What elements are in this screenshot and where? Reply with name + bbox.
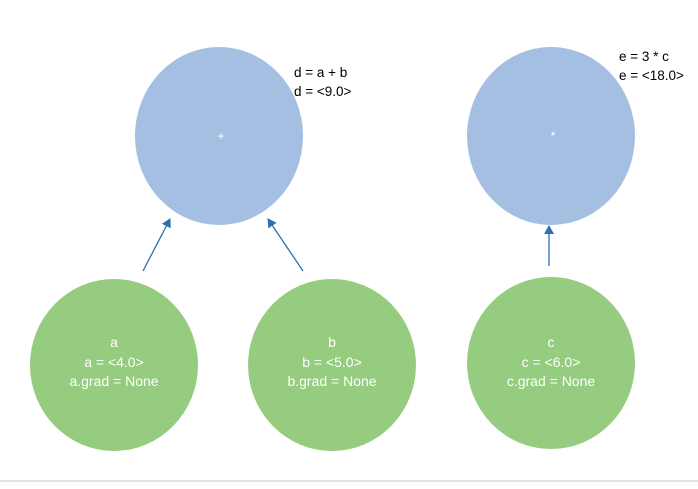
node-a-circle (30, 279, 198, 451)
node-e-value: e = <18.0> (619, 68, 684, 83)
leaf-node-a[interactable]: a a = <4.0> a.grad = None (30, 279, 198, 451)
operation-node-d[interactable]: + (135, 47, 303, 225)
node-c-circle (467, 277, 635, 449)
edges-group (142, 218, 554, 272)
leaf-node-b[interactable]: b b = <5.0> b.grad = None (248, 279, 416, 451)
node-a-grad: a.grad = None (69, 373, 158, 389)
edge-b-to-d (267, 218, 304, 272)
node-b-name: b (328, 334, 336, 350)
node-b-grad: b.grad = None (287, 373, 376, 389)
leaf-node-c[interactable]: c c = <6.0> c.grad = None (467, 277, 635, 449)
node-d-annotation: d = a + b d = <9.0> (294, 65, 352, 99)
node-c-value: c = <6.0> (522, 354, 581, 370)
node-e-circle (467, 47, 635, 225)
node-d-circle (135, 47, 303, 225)
node-a-name: a (110, 334, 118, 350)
node-d-operator: + (217, 129, 224, 143)
node-c-name: c (548, 334, 555, 350)
node-b-circle (248, 279, 416, 451)
node-a-value: a = <4.0> (84, 354, 144, 370)
node-e-annotation: e = 3 * c e = <18.0> (619, 49, 684, 83)
node-d-formula: d = a + b (294, 65, 347, 80)
node-e-formula: e = 3 * c (619, 49, 669, 64)
operation-node-e[interactable]: * (467, 47, 635, 225)
edge-a-to-d (142, 218, 171, 272)
node-c-grad: c.grad = None (507, 373, 596, 389)
node-d-value: d = <9.0> (294, 84, 352, 99)
node-b-value: b = <5.0> (302, 354, 362, 370)
node-e-operator: * (551, 129, 556, 143)
